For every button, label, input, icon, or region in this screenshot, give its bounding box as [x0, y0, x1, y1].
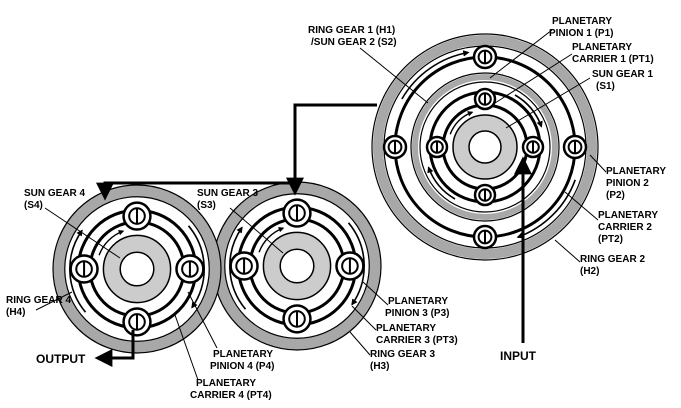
gear-set-3-rotation-arc-sun — [258, 227, 285, 253]
ring-gear-1-band — [412, 74, 558, 220]
planetary-carrier-2-label-line2: CARRIER 2 — [598, 222, 652, 233]
gear-set-3-sun-bore — [279, 248, 315, 284]
output-shaft-arrow — [94, 330, 135, 367]
sun-gear-4-label-line1: SUN GEAR 4 — [24, 188, 86, 199]
planetary-carrier-1-label-line1: PLANETARY — [572, 42, 632, 53]
leader-pt1 — [494, 53, 573, 104]
gear-set-1-2 — [371, 33, 599, 261]
ring-gear-4-label-line2: (H4) — [6, 307, 25, 318]
planetary-pinion-2-label-line2: PINION 2 — [606, 178, 649, 189]
ring-gear-3-label-line2: (H3) — [370, 361, 389, 372]
leader-s3 — [229, 207, 284, 254]
ring-gear-1-label-line2: /SUN GEAR 2 (S2) — [311, 37, 397, 48]
leader-s1 — [505, 77, 591, 129]
leader-p1 — [489, 29, 553, 79]
leader-pt3 — [351, 305, 377, 331]
leader-pt4 — [174, 314, 199, 381]
sun-gear-3-label-line2: (S3) — [197, 200, 216, 211]
gear-set-4 — [52, 184, 222, 354]
sun-gear-1-label-line2: (S1) — [596, 81, 615, 92]
ring-gear-1-outline — [410, 72, 560, 222]
sun-gear-4-label-line2: (S4) — [24, 200, 43, 211]
planetary-carrier-2-label-line1: PLANETARY — [598, 210, 658, 221]
labels: RING GEAR 1 (H1) /SUN GEAR 2 (S2) PLANET… — [6, 16, 666, 401]
planetary-carrier-3-label-line2: CARRIER 3 (PT3) — [376, 335, 458, 346]
leader-h1 — [359, 47, 429, 104]
gear-set-4-rotation-arc-sun — [98, 230, 125, 256]
gear-set-4-ring-band — [53, 185, 221, 353]
planetary-pinion-4-label-line2: PINION 4 (P4) — [210, 361, 274, 372]
planetary-carrier-1-label-line2: CARRIER 1 (PT1) — [572, 54, 654, 65]
planetary-pinion-1-label-line2: PINION 1 (P1) — [549, 28, 613, 39]
planetary-pinion-1-label-line1: PLANETARY — [552, 16, 612, 27]
link-set1-to-set3 — [286, 103, 377, 196]
ring-gear-2-label-line2: (H2) — [580, 266, 599, 277]
leader-p4 — [187, 291, 218, 349]
set2-rotation-arc-top — [401, 50, 470, 100]
planetary-pinion-3-label-line2: PINION 3 (P3) — [385, 308, 449, 319]
leader-h2 — [554, 239, 581, 263]
planetary-carrier-3-label-line1: PLANETARY — [376, 323, 436, 334]
set1-rotation-arc-right — [514, 94, 543, 128]
planetary-pinion-2-label-line1: PLANETARY — [606, 166, 666, 177]
leader-pt2 — [564, 191, 599, 221]
planetary-pinion-4-label-line1: PLANETARY — [213, 349, 273, 360]
ring-gear-3-label-line1: RING GEAR 3 — [370, 349, 435, 360]
planetary-pinion-3-label-line1: PLANETARY — [388, 296, 448, 307]
sun-gear-1-bore — [468, 130, 502, 164]
leader-lines — [35, 29, 607, 381]
leader-p2 — [589, 154, 607, 173]
leader-p3 — [362, 281, 389, 306]
input-label: INPUT — [500, 349, 537, 363]
ring-gear-2-band — [373, 35, 597, 259]
output-label: OUTPUT — [36, 352, 86, 366]
ring-gear-1-label-line1: RING GEAR 1 (H1) — [308, 25, 395, 36]
leader-s4 — [44, 207, 121, 259]
sun-gear-3-label-line1: SUN GEAR 3 — [197, 188, 259, 199]
ring-gear-2-label-line1: RING GEAR 2 — [580, 254, 645, 265]
power-flow-lines — [94, 103, 532, 367]
gear-sets — [52, 33, 599, 354]
set2-rotation-arc-bottom — [516, 179, 576, 239]
planetary-carrier-4-label-line2: CARRIER 4 (PT4) — [190, 390, 272, 401]
sun1-rotation-arc — [449, 111, 474, 135]
gear-set-3 — [212, 181, 382, 351]
gear-set-4-sun-bore — [119, 251, 155, 287]
set1-rotation-arc-left — [427, 166, 456, 200]
planetary-carrier-4-label-line1: PLANETARY — [196, 378, 256, 389]
ring-gear-4-label-line1: RING GEAR 4 — [6, 295, 71, 306]
leader-h4 — [35, 291, 73, 311]
planetary-pinion-2-label-line3: (P2) — [606, 190, 625, 201]
ring-gear-2-outline — [371, 33, 599, 261]
planetary-carrier-2-label-line3: (PT2) — [598, 234, 623, 245]
link-set3-to-set4 — [96, 181, 295, 201]
gear-set-4-ring-outline — [52, 184, 222, 354]
sun-gear-1-label-line1: SUN GEAR 1 — [592, 69, 654, 80]
leader-h3 — [349, 331, 371, 356]
